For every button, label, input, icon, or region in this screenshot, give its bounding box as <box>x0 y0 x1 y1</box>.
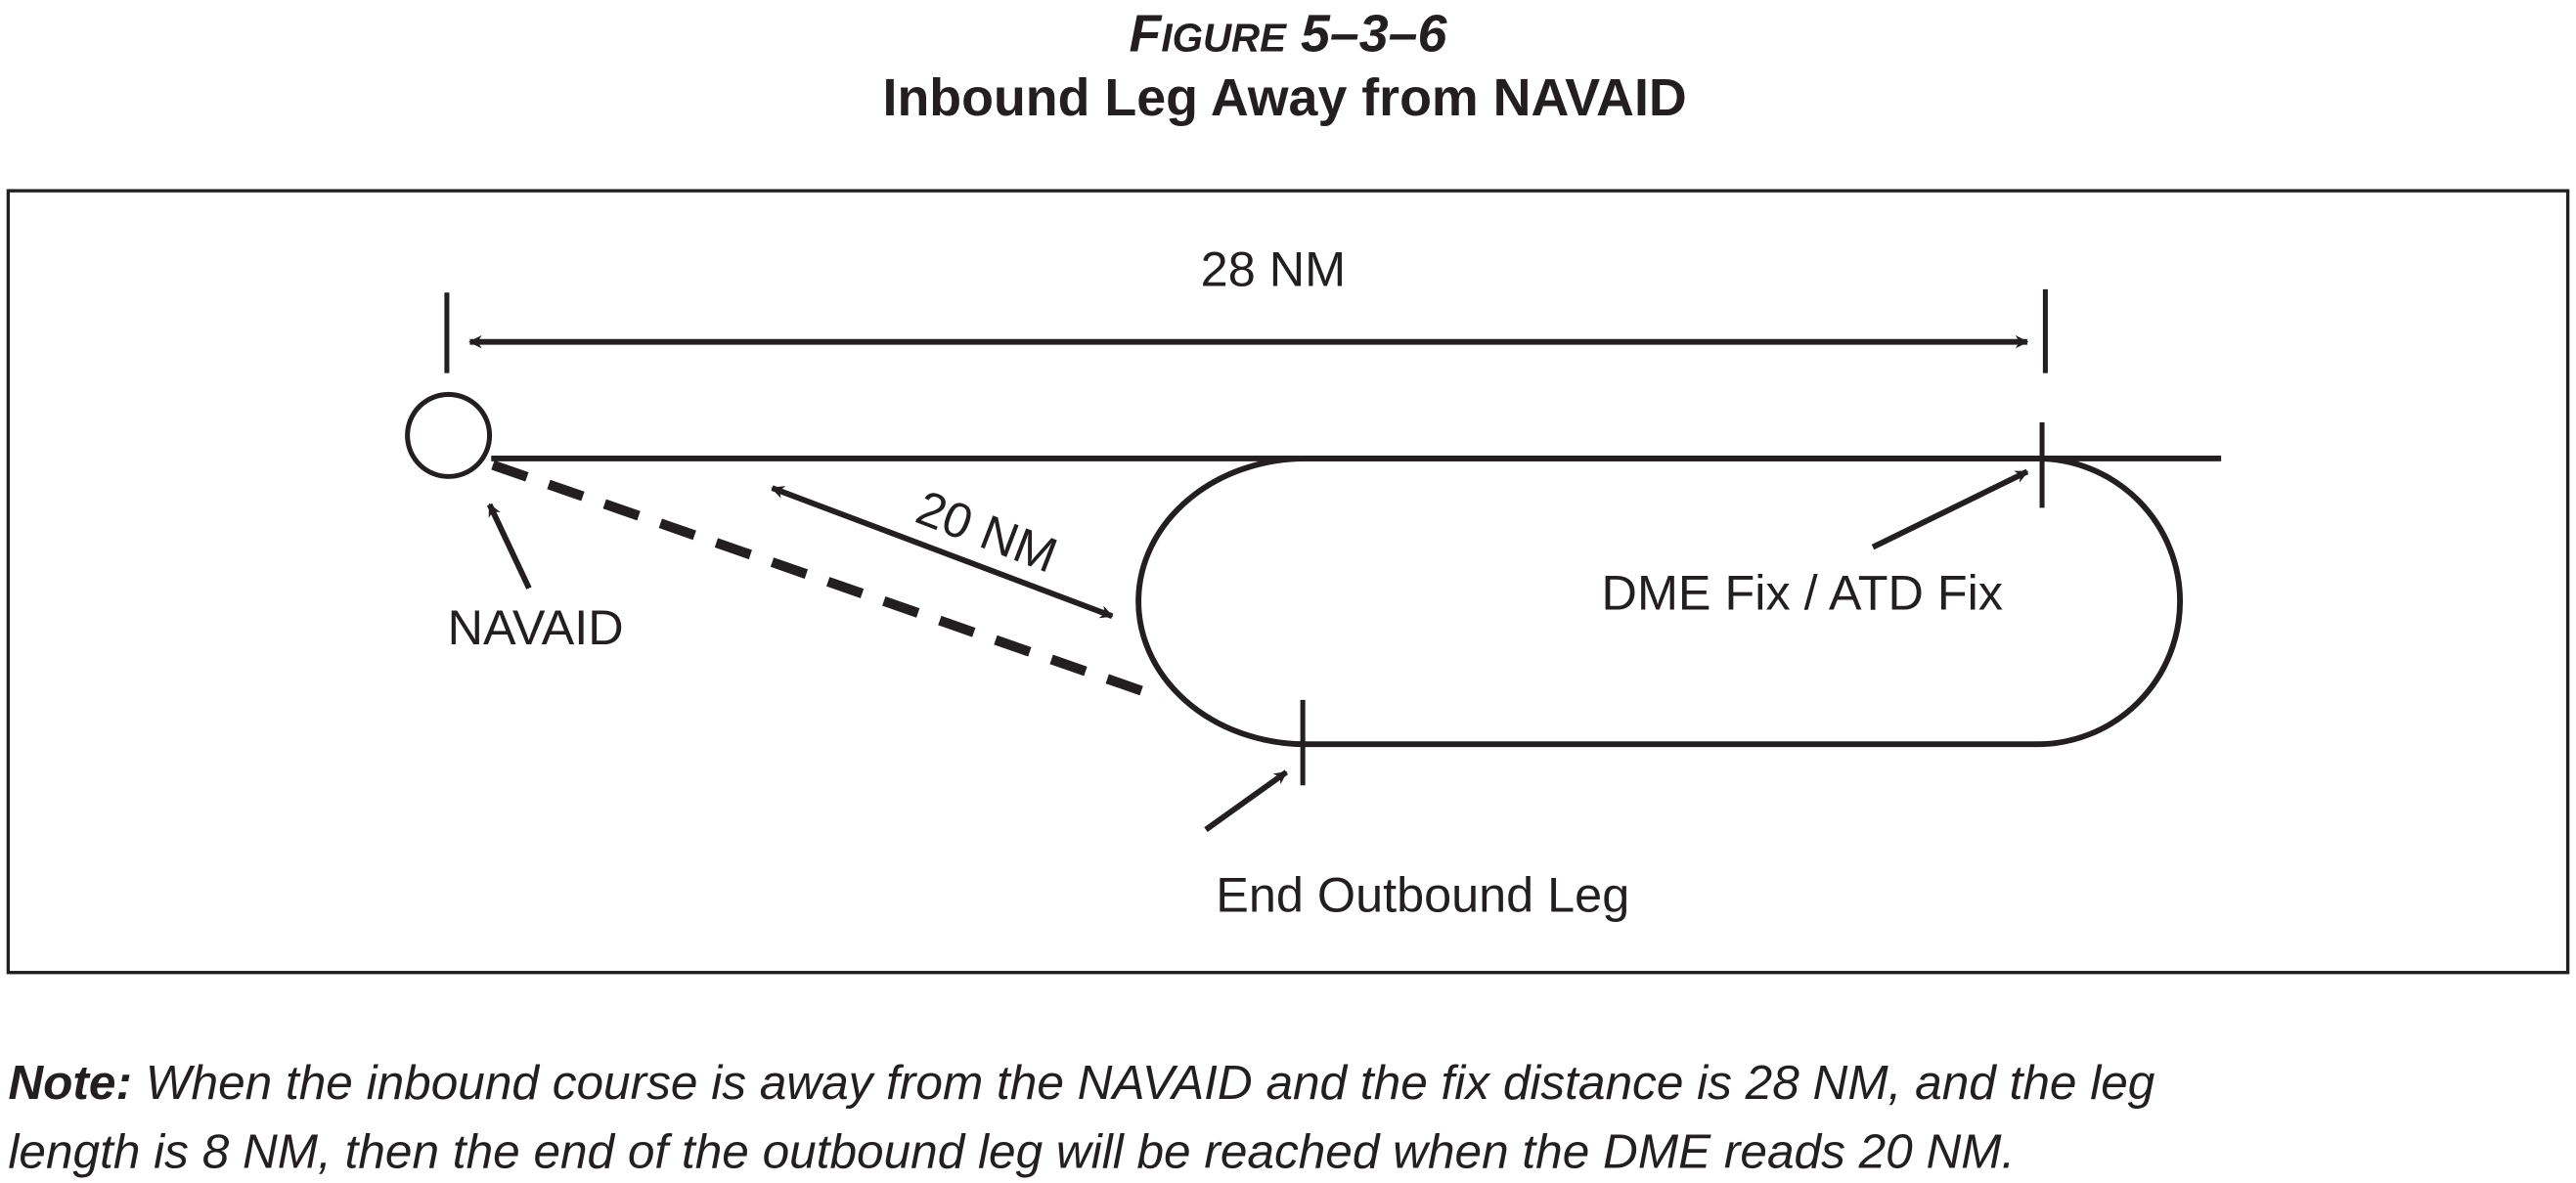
fix-pointer-arrow <box>1871 468 2029 550</box>
fix-label: DME Fix / ATD Fix <box>1602 564 2003 620</box>
note-line-1: Note: When the inbound course is away fr… <box>8 1055 2154 1110</box>
figure-title: Inbound Leg Away from NAVAID <box>883 68 1687 127</box>
end-outbound-pointer-arrow <box>1204 769 1289 832</box>
dme-distance-dashed-line <box>491 460 1165 703</box>
dme-distance-arrow <box>771 485 1114 619</box>
note-line-2: length is 8 NM, then the end of the outb… <box>8 1124 2015 1179</box>
diagram-frame <box>6 189 2570 975</box>
end-outbound-label: End Outbound Leg <box>1216 867 1629 923</box>
navaid-pointer-arrow <box>486 503 532 590</box>
navaid-symbol <box>405 391 493 479</box>
navaid-label: NAVAID <box>448 599 624 655</box>
fix-distance-label: 28 NM <box>1201 241 1346 297</box>
figure-number: FIGURE 5–3–6 <box>1130 4 1448 63</box>
